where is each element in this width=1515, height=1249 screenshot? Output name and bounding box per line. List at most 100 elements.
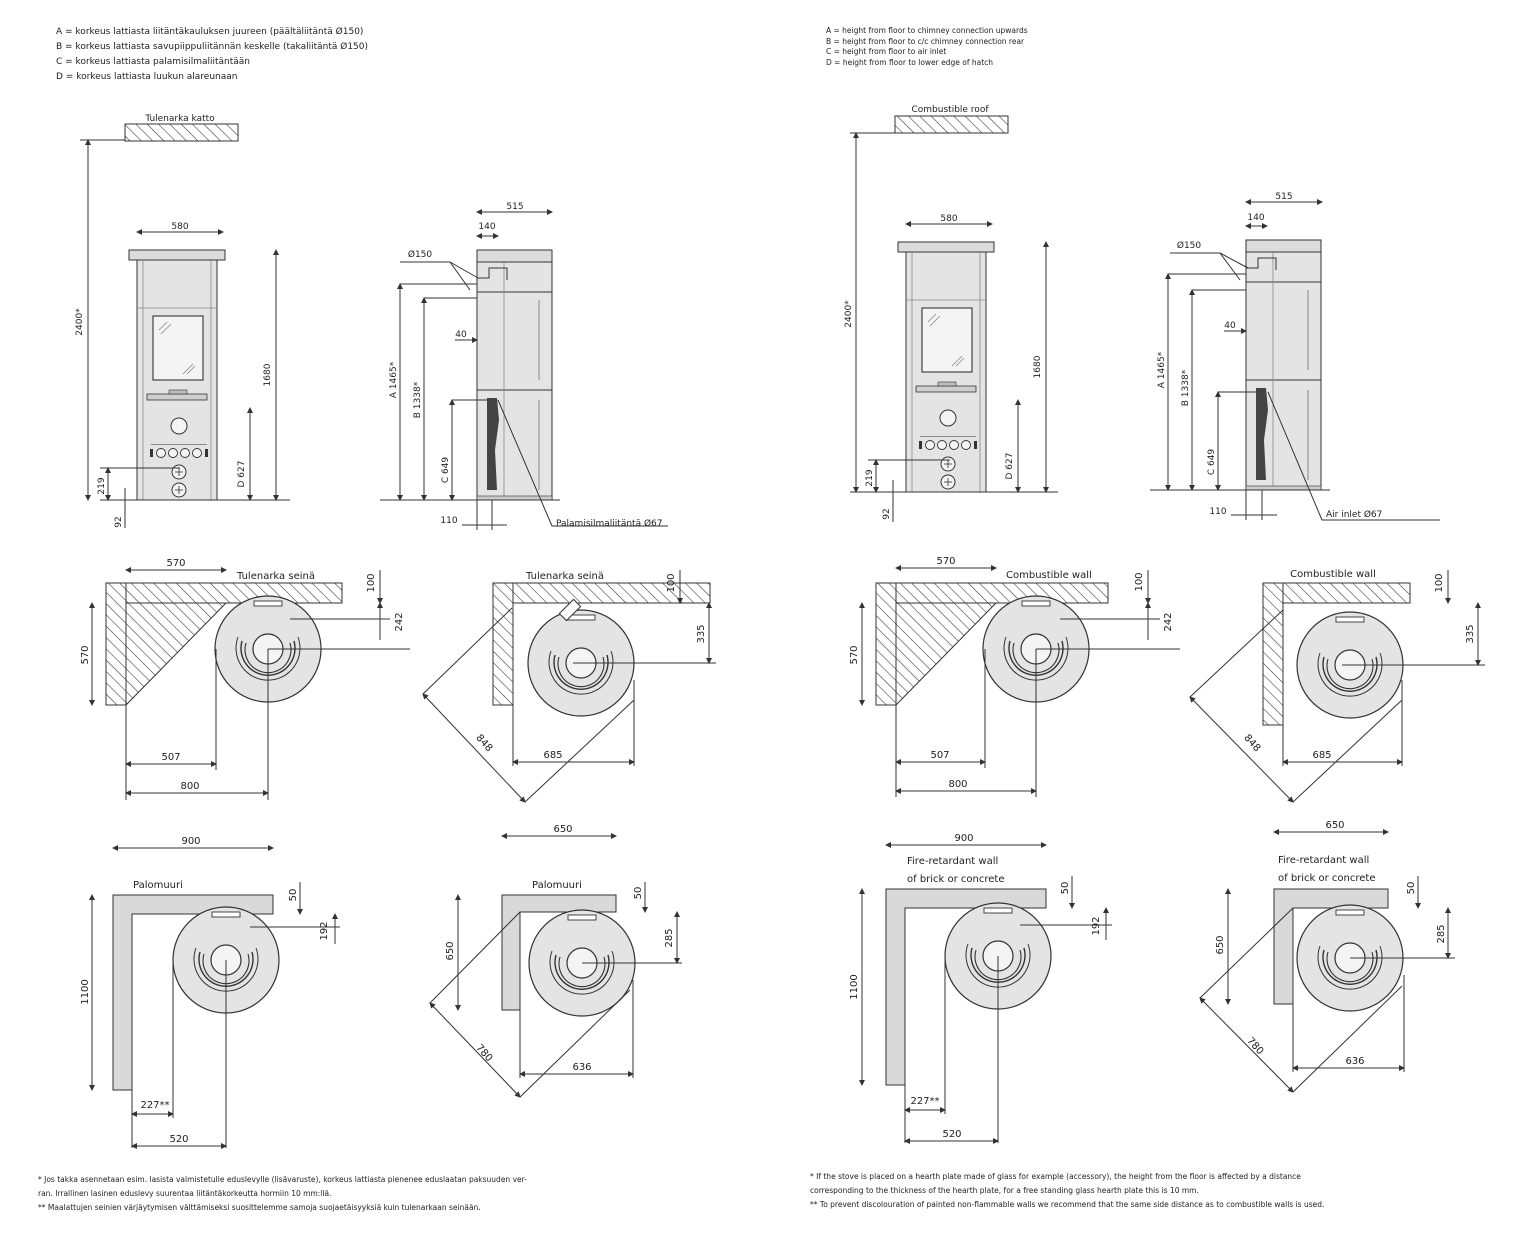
- fi-wall-label-2: Tulenarka seinä: [525, 571, 604, 582]
- en-firewall-label-1a: Fire-retardant wall: [907, 856, 998, 867]
- fi-dim-140: 140: [478, 222, 495, 232]
- en-firewall-label-2a: Fire-retardant wall: [1278, 855, 1369, 866]
- fi-c335-100: 100: [666, 573, 677, 592]
- fi-dim-c649: C 649: [441, 457, 451, 484]
- fi-dim-b1338: B 1338*: [413, 381, 423, 418]
- fi-dim-580: 580: [171, 222, 188, 232]
- en-f50: 50: [1060, 882, 1071, 895]
- fi-c335: 335: [696, 624, 707, 643]
- legend-fi-d: D = korkeus lattiasta luukun alareunaan: [56, 72, 238, 82]
- legend-en-a: A = height from floor to chimney connect…: [826, 26, 1028, 35]
- en-f1100: 1100: [849, 974, 860, 999]
- en-front-view: Combustible roof 2400* 580 1680 D 627 21…: [844, 105, 1058, 522]
- en-f900: 900: [954, 833, 973, 844]
- en-inlet-label: Air inlet Ø67: [1326, 509, 1382, 520]
- en-g650-side: 650: [1215, 935, 1226, 954]
- fi-front-view: Tulenarka katto 2400* 580 1680 D 627 219…: [75, 114, 290, 528]
- en-dim-140: 140: [1247, 213, 1264, 223]
- footnote-fi-2: ran. Irrallinen lasinen eduslevy suurent…: [38, 1189, 332, 1198]
- fi-c570-top: 570: [166, 558, 185, 569]
- fi-g650-side: 650: [445, 941, 456, 960]
- fi-dim-92: 92: [114, 516, 124, 527]
- fi-dim-219: 219: [97, 477, 107, 494]
- fi-c100: 100: [366, 573, 377, 592]
- fi-dim-40: 40: [455, 330, 467, 340]
- legend-en-b: B = height from floor to c/c chimney con…: [826, 36, 1025, 46]
- en-c335-100: 100: [1434, 573, 1445, 592]
- en-dim-110: 110: [1209, 507, 1226, 517]
- fi-g780: 780: [473, 1043, 494, 1065]
- footnote-fi-1: * Jos takka asennetaan esim. lasista val…: [38, 1175, 527, 1184]
- fi-wall-label-1: Tulenarka seinä: [236, 571, 315, 582]
- fi-plan-wall-corner: Tulenarka seinä 100 335 848 685: [422, 570, 716, 803]
- en-dim-580: 580: [940, 214, 957, 224]
- en-c335: 335: [1465, 624, 1476, 643]
- legend-fi-c: C = korkeus lattiasta palamisilmaliitänt…: [56, 57, 251, 67]
- en-c685: 685: [1312, 750, 1331, 761]
- footnote-en-3: ** To prevent discolouration of painted …: [810, 1200, 1325, 1209]
- en-firewall-label-2b: of brick or concrete: [1278, 873, 1376, 884]
- fi-side-view: 515 140 Ø150 A 1465* B 1338* 40 C 649 11…: [380, 202, 668, 530]
- fi-g650-top: 650: [553, 824, 572, 835]
- footnotes-fi: * Jos takka asennetaan esim. lasista val…: [38, 1173, 527, 1215]
- legend-fi-a: A = korkeus lattiasta liitäntäkauluksen …: [56, 27, 364, 37]
- fi-plan-firewall-straight: 900 Palomuuri 50 192 1100 227** 520: [80, 836, 340, 1149]
- fi-f192: 192: [319, 921, 330, 940]
- en-firewall-label-1b: of brick or concrete: [907, 874, 1005, 885]
- fi-g50: 50: [633, 887, 644, 900]
- fi-dim-1680: 1680: [263, 363, 273, 386]
- fi-dim-d627: D 627: [237, 461, 247, 488]
- en-dim-c649: C 649: [1207, 449, 1217, 476]
- legend-en-c: C = height from floor to air inlet: [826, 47, 947, 56]
- en-g780: 780: [1244, 1036, 1265, 1058]
- fi-f227: 227**: [140, 1100, 169, 1111]
- footnotes-en: * If the stove is placed on a hearth pla…: [810, 1170, 1324, 1212]
- fi-f1100: 1100: [80, 979, 91, 1004]
- legend-en-d: D = height from floor to lower edge of h…: [826, 57, 994, 67]
- en-plan-wall-corner: Combustible wall 100 335 848 685: [1189, 569, 1485, 803]
- fi-f50: 50: [288, 889, 299, 902]
- fi-plan-firewall-corner: 650 Palomuuri 50 285 650 780 636: [429, 824, 682, 1098]
- en-g636: 636: [1345, 1056, 1364, 1067]
- fi-c685: 685: [543, 750, 562, 761]
- en-dim-d150: Ø150: [1177, 240, 1202, 251]
- en-g50: 50: [1406, 882, 1417, 895]
- legend-fi: A = korkeus lattiasta liitäntäkauluksen …: [56, 25, 368, 85]
- en-dim-40: 40: [1224, 321, 1236, 331]
- en-c242: 242: [1163, 612, 1174, 631]
- en-f520: 520: [942, 1129, 961, 1140]
- fi-dim-d150: Ø150: [408, 249, 433, 260]
- en-c800: 800: [948, 779, 967, 790]
- en-plan-firewall-corner: 650 Fire-retardant wall of brick or conc…: [1199, 820, 1455, 1093]
- en-dim-2400: 2400*: [844, 300, 854, 328]
- fi-firewall-label-1: Palomuuri: [133, 880, 183, 891]
- en-f192: 192: [1091, 916, 1102, 935]
- en-side-view: 515 140 Ø150 A 1465* B 1338* 40 C 649 11…: [1150, 192, 1440, 521]
- en-wall-label-1: Combustible wall: [1006, 570, 1092, 581]
- en-dim-92: 92: [882, 508, 892, 519]
- en-roof-label: Combustible roof: [912, 105, 990, 115]
- en-dim-515: 515: [1275, 192, 1292, 202]
- fi-dim-515: 515: [506, 202, 523, 212]
- en-wall-label-2: Combustible wall: [1290, 569, 1376, 580]
- en-c570-side: 570: [849, 645, 860, 664]
- fi-firewall-label-2: Palomuuri: [532, 880, 582, 891]
- fi-c242: 242: [394, 612, 405, 631]
- en-dim-b1338: B 1338*: [1181, 369, 1191, 406]
- legend-en: A = height from floor to chimney connect…: [826, 26, 1028, 68]
- en-plan-wall-straight: 570 Combustible wall 570 100 242 507 800: [849, 556, 1180, 797]
- en-dim-a1465: A 1465*: [1157, 351, 1167, 388]
- fi-dim-110: 110: [440, 516, 457, 526]
- fi-g636: 636: [572, 1062, 591, 1073]
- fi-inlet-label: Palamisilmaliitäntä Ø67: [556, 518, 662, 529]
- legend-fi-b: B = korkeus lattiasta savupiippuliitännä…: [56, 42, 369, 52]
- en-c570-top: 570: [936, 556, 955, 567]
- fi-f520: 520: [169, 1134, 188, 1145]
- en-g650-top: 650: [1325, 820, 1344, 831]
- fi-dim-a1465: A 1465*: [389, 361, 399, 398]
- en-c100: 100: [1134, 572, 1145, 591]
- fi-dim-2400: 2400*: [75, 308, 85, 336]
- footnote-en-1: * If the stove is placed on a hearth pla…: [810, 1172, 1301, 1181]
- fi-plan-wall-straight: 570 Tulenarka seinä 570 100 242 507 800: [80, 558, 410, 800]
